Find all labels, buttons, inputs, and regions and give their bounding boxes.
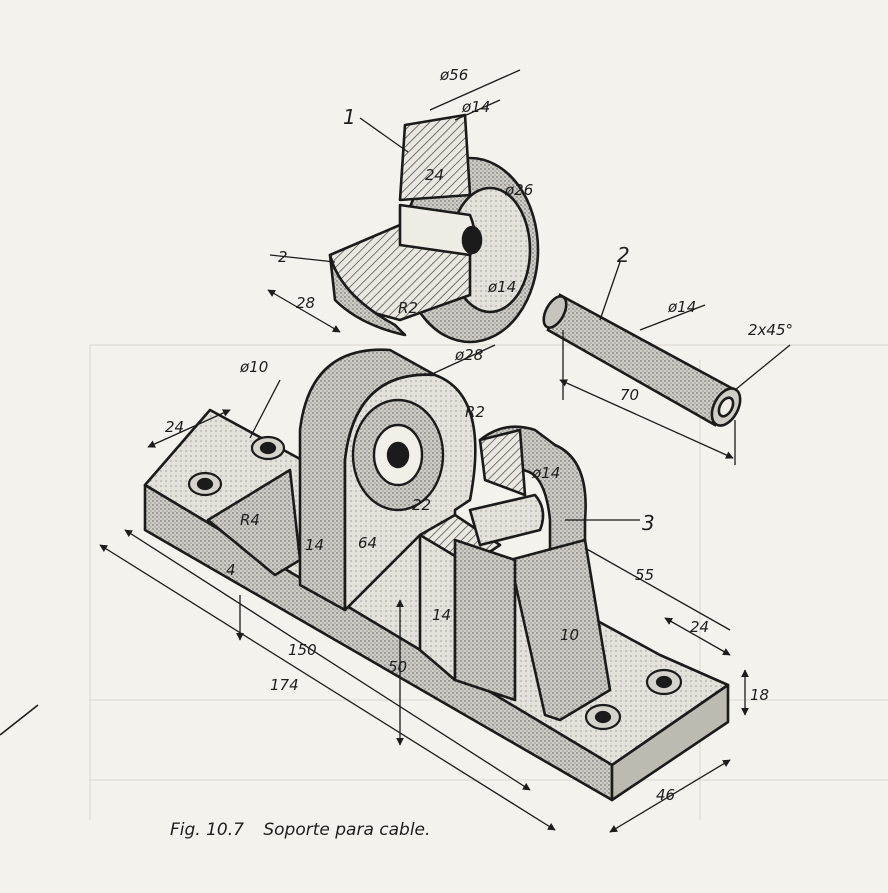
- dim-d14-pin: ø14: [667, 298, 696, 316]
- dim-r2-mid: R2: [465, 403, 485, 421]
- dim-28: 28: [296, 294, 315, 312]
- dim-r4: R4: [240, 511, 260, 529]
- dim-55: 55: [635, 566, 654, 584]
- dim-46: 46: [656, 786, 675, 804]
- dim-d26: ø26: [504, 181, 533, 199]
- dim-d14-base: ø14: [531, 464, 560, 482]
- figure-number: Fig. 10.7: [170, 820, 244, 840]
- part-3-pin: [542, 293, 742, 427]
- dim-10: 10: [560, 626, 579, 644]
- pin-body: [546, 293, 737, 427]
- part-label-3: 2: [617, 243, 630, 267]
- dim-2: 2: [278, 248, 288, 266]
- inner-wall: [453, 538, 517, 702]
- dim-4: 4: [226, 561, 236, 579]
- dim-r2-top: R2: [398, 299, 418, 317]
- figure-title: Soporte para cable.: [263, 820, 431, 840]
- dim-d14-top: ø14: [461, 98, 490, 116]
- dim-d10: ø10: [239, 358, 268, 376]
- dim-174: 174: [270, 676, 299, 694]
- dim-d28: ø28: [454, 346, 483, 364]
- part-label-1: 3: [642, 511, 655, 535]
- dimension-lines: [99, 69, 791, 833]
- dim-50: 50: [388, 658, 407, 676]
- dim-14-b: 14: [432, 606, 451, 624]
- upright-bore: [351, 398, 445, 512]
- part-label-2: 1: [343, 105, 356, 129]
- dim-14-a: 14: [305, 536, 324, 554]
- figure-caption: Fig. 10.7 Soporte para cable.: [170, 820, 444, 840]
- dim-64: 64: [358, 534, 377, 552]
- dim-d56: ø56: [439, 66, 468, 84]
- dim-24-right: 24: [690, 618, 709, 636]
- pin-end-left: [542, 295, 568, 329]
- dim-24-left: 24: [165, 418, 184, 436]
- dim-150: 150: [288, 641, 317, 659]
- part-2-pulley: [328, 113, 540, 344]
- dim-24-top: 24: [425, 166, 444, 184]
- base-holes: [187, 435, 683, 731]
- pulley-section-top: [398, 113, 472, 202]
- right-upright-section: [478, 428, 527, 497]
- dim-70: 70: [620, 386, 639, 404]
- dim-22: 22: [412, 496, 431, 514]
- pulley-front-face: [328, 253, 407, 337]
- dim-chamfer: 2x45°: [748, 321, 793, 339]
- dim-18: 18: [750, 686, 769, 704]
- dim-d14-mid: ø14: [487, 278, 516, 296]
- margin-mark: [0, 704, 39, 736]
- base-shaft: [468, 493, 545, 547]
